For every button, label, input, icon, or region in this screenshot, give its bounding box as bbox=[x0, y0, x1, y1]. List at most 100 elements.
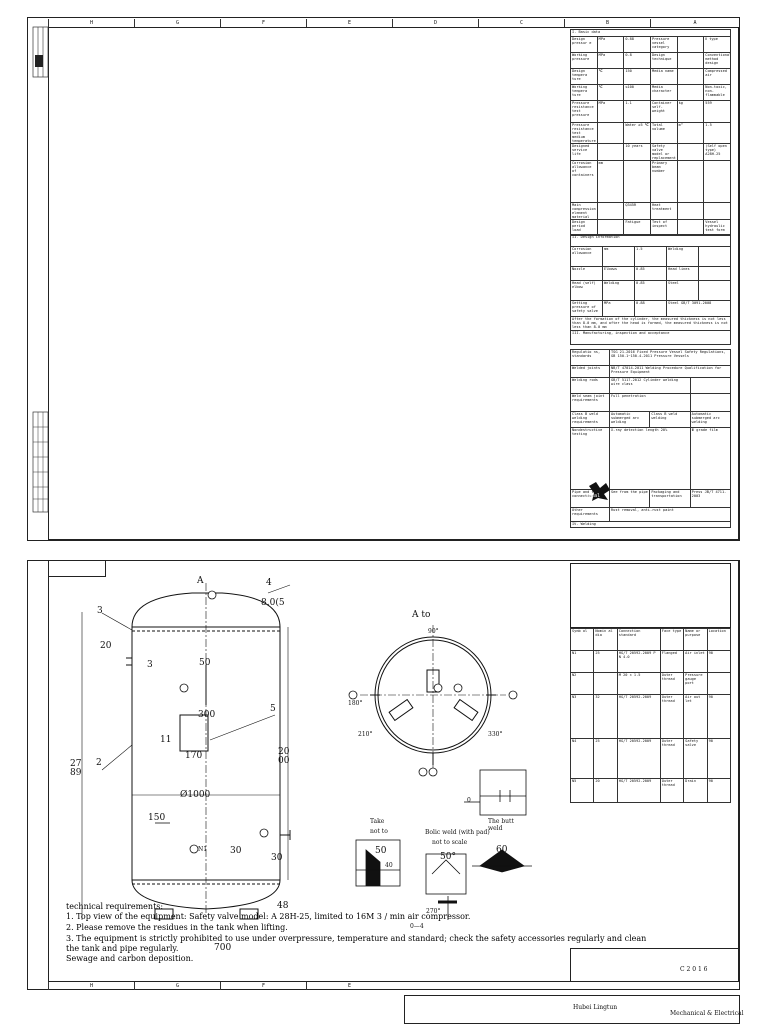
dim-foot: 48 bbox=[277, 901, 289, 911]
cell bbox=[706, 672, 732, 695]
cell bbox=[676, 202, 705, 220]
weld-fillet-label: Bolic weld (with pad) bbox=[425, 829, 490, 836]
design-info-table: II. Design information Corrosion allowan… bbox=[570, 234, 731, 345]
weld-fifty: 50 bbox=[375, 846, 387, 856]
cell: MPa bbox=[596, 36, 625, 53]
top-view-a-drawing bbox=[348, 625, 518, 777]
cell: Corrosion allowance bbox=[570, 246, 603, 267]
view-a-to-label: A to bbox=[412, 610, 431, 620]
cell: HG/T 20592-2009 bbox=[616, 738, 661, 779]
cell: Welding bbox=[666, 246, 699, 267]
dim-shell-height: 20 00 bbox=[278, 747, 290, 766]
cell: kg bbox=[676, 100, 705, 123]
cell: Ⅲ grade film bbox=[689, 427, 732, 490]
angle-210: 210° bbox=[358, 731, 373, 738]
cell: X-ray detection length 20% bbox=[609, 427, 691, 490]
tech-requirement-line: Sewage and carbon deposition. bbox=[66, 954, 194, 963]
dim-side-nozzle: 150 bbox=[148, 813, 166, 823]
cell: Connection standard bbox=[616, 628, 661, 651]
cell: 90 bbox=[706, 694, 732, 739]
section-o4: 0—4 bbox=[410, 923, 424, 930]
tech-requirement-line: the tank and pipe regularly. bbox=[66, 944, 179, 953]
cell bbox=[596, 122, 625, 144]
part-label-4: 4 bbox=[266, 578, 272, 588]
cell: Setting pressure of safety valve bbox=[570, 300, 603, 317]
cell bbox=[689, 393, 732, 412]
cell: MPa bbox=[602, 300, 635, 317]
cell: Nondestructive testing bbox=[570, 427, 610, 490]
zone-label: E bbox=[306, 982, 392, 990]
nozzle-table-header-block bbox=[570, 563, 731, 628]
cell: Other requirements bbox=[570, 507, 610, 522]
cell: 0.8 bbox=[623, 52, 651, 69]
cell: Flanged bbox=[659, 650, 685, 673]
cell: MPa bbox=[596, 100, 625, 123]
tech-requirement-line: 1. Top view of the equipment: Safety val… bbox=[66, 912, 471, 921]
part-label-2: 2 bbox=[96, 758, 102, 768]
cell: mm bbox=[596, 160, 625, 203]
cell: Air out let bbox=[683, 694, 708, 739]
cell bbox=[698, 266, 731, 281]
angle-180: 180° bbox=[348, 700, 363, 707]
cell: Compressed air bbox=[703, 68, 731, 85]
cell bbox=[676, 84, 705, 101]
cell: Drain bbox=[683, 778, 708, 803]
cell: Weld seam joint requirements bbox=[570, 393, 610, 412]
zone-label: G bbox=[134, 19, 220, 27]
cell bbox=[676, 68, 705, 85]
cell: Rust removal, anti-rust paint bbox=[609, 507, 731, 522]
top-sheet-inner-frame bbox=[48, 27, 739, 540]
cell: Outer thread bbox=[659, 694, 685, 739]
cell: Welding rods bbox=[570, 377, 610, 394]
dim-top-offset: 20 bbox=[100, 641, 112, 651]
cell: Design technique bbox=[649, 52, 678, 69]
stamp-text: Seal bbox=[588, 493, 600, 499]
cell: 559 bbox=[703, 100, 731, 123]
title-block bbox=[570, 948, 740, 982]
cell: Regulatio ns, standards bbox=[570, 349, 610, 366]
dim-foot-span: 700 bbox=[214, 943, 232, 953]
cell: N2 bbox=[569, 672, 595, 695]
tech-requirements-title: technical requirements: bbox=[66, 902, 164, 911]
cell bbox=[676, 160, 705, 203]
cell: Outer thread bbox=[659, 672, 685, 695]
cell: 1.5 bbox=[634, 246, 667, 267]
company-name-2: Mechanical & Electrical bbox=[670, 1010, 744, 1017]
cell: Non-toxic, non-flammable bbox=[703, 84, 731, 101]
zone-label: H bbox=[48, 982, 134, 990]
cell: Welding bbox=[602, 280, 635, 301]
cell: Corrosion allowance of containers bbox=[570, 160, 598, 203]
cell: Name or purpose bbox=[683, 628, 708, 651]
cell: Face type bbox=[659, 628, 685, 651]
weld-sixty: 60 bbox=[496, 845, 508, 855]
cell: Packaging and transportation bbox=[649, 489, 691, 508]
cell: Media character bbox=[649, 84, 678, 101]
weld-fifty-deg: 50° bbox=[440, 852, 456, 862]
weld-take-label: Take bbox=[370, 818, 385, 825]
tech-requirement-line: 3. The equipment is strictly prohibited … bbox=[66, 934, 647, 943]
cell: Welded joints bbox=[570, 365, 610, 378]
bottom-sheet-inner-frame bbox=[48, 560, 739, 982]
cell: Vessel hydraulic test form bbox=[703, 219, 731, 236]
cell: ℃ bbox=[596, 84, 625, 101]
cell: Design pressur e bbox=[570, 36, 598, 53]
cell: Water ≥5 ℃ bbox=[623, 122, 651, 144]
cell: Pressure gauge port bbox=[683, 672, 708, 695]
cell: Working pressure bbox=[570, 52, 598, 69]
cell: Primary beam number bbox=[649, 160, 678, 203]
cell: Pressure vessel category bbox=[649, 36, 678, 53]
cell: Head (self) elbow bbox=[570, 280, 603, 301]
cell: m³ bbox=[676, 122, 705, 144]
cell: Steel bbox=[666, 280, 699, 301]
cell: TSG 21-2016 Fixed Pressure Vessel Safety… bbox=[609, 349, 731, 366]
cell: HG/T 20592-2009 bbox=[616, 694, 661, 739]
cell bbox=[703, 202, 731, 220]
cell: N1 bbox=[569, 650, 595, 673]
cell: Automatic submerged arc welding bbox=[689, 411, 732, 428]
cell: See from the pipe bbox=[608, 489, 651, 508]
section-no: 0 bbox=[467, 797, 471, 804]
cell: Pressure resistance test pressure bbox=[570, 100, 598, 123]
manufacture-heading: III. Manufacturing, inspection and accep… bbox=[570, 330, 731, 345]
cell: Outer thread bbox=[659, 738, 685, 779]
